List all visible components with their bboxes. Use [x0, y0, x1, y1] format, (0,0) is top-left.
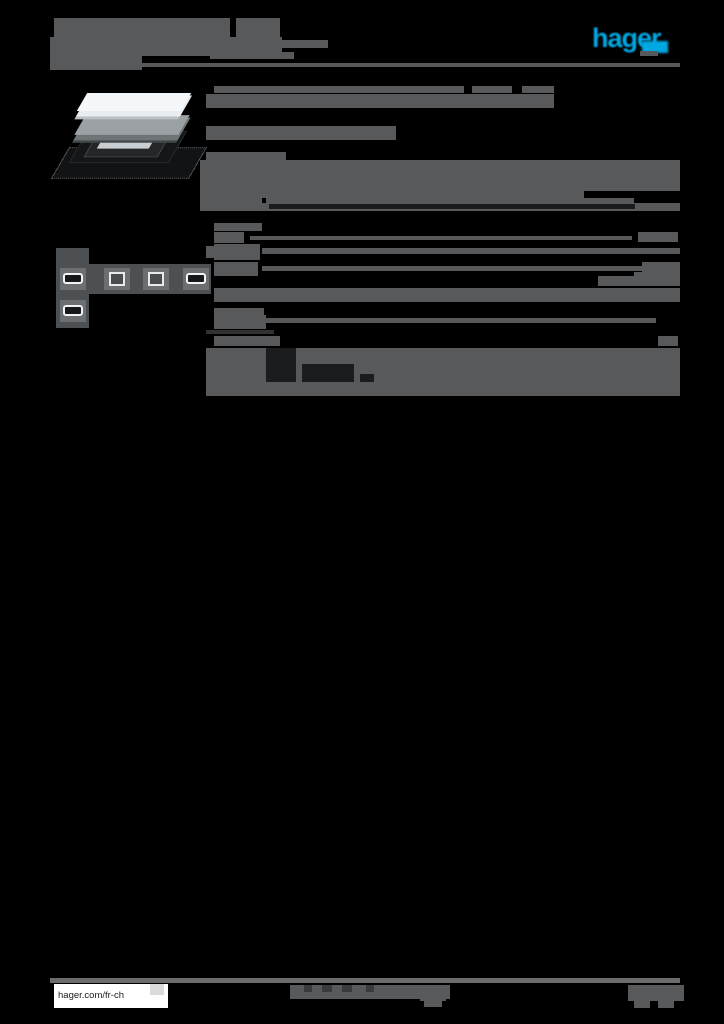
table-row [214, 86, 464, 93]
table-row [206, 382, 680, 396]
table-row [206, 94, 554, 108]
footer-note-gap [342, 985, 352, 992]
product-layer-intermediate-frame [74, 115, 190, 135]
variant-icon-pill-bottom[interactable] [60, 300, 86, 322]
table-row-gap [266, 348, 296, 382]
header-divider [50, 63, 680, 67]
product-layer-top-cover-plate [76, 93, 192, 111]
pill-glyph-icon [63, 273, 83, 284]
table-row [214, 244, 260, 260]
footer-center-note-tail [420, 991, 446, 1001]
table-row [200, 191, 262, 205]
table-row [598, 276, 636, 286]
variant-icon-square-1[interactable] [104, 268, 130, 290]
variant-icon-square-2[interactable] [143, 268, 169, 290]
table-row [214, 262, 258, 276]
section-heading-value [658, 336, 678, 346]
variant-icon-pill-left[interactable] [60, 268, 86, 290]
hager-logo-shadow [640, 51, 658, 56]
section-heading [214, 336, 280, 346]
table-row [206, 126, 396, 140]
pill-glyph-icon [63, 305, 83, 316]
table-row [642, 262, 680, 272]
square-glyph-icon [109, 272, 125, 286]
table-row [218, 191, 584, 198]
footer-url-text: hager.com/fr-ch [58, 990, 124, 1001]
table-row [214, 232, 244, 243]
footer-note-gap [304, 985, 312, 992]
section-heading-rule [206, 330, 274, 334]
footer-url-highlight [150, 984, 164, 995]
table-row [214, 315, 266, 329]
hager-logo: hager [592, 25, 674, 56]
table-row [266, 198, 634, 203]
page-subtitle-line-1 [210, 40, 328, 48]
table-row [214, 308, 264, 315]
table-row-gap [360, 374, 374, 382]
footer-note-gap [322, 985, 332, 992]
table-row [522, 86, 554, 93]
footer-center-note-tail-2 [424, 999, 442, 1007]
table-row [200, 160, 680, 191]
page-title-line-1-tail [236, 18, 280, 37]
page-title [50, 16, 328, 70]
variant-icon-pill-right[interactable] [183, 268, 209, 290]
table-row-gap [302, 364, 354, 382]
table-row [214, 288, 680, 302]
page-footer: hager.com/fr-ch [0, 978, 724, 1024]
product-hero-image [51, 84, 207, 194]
pill-glyph-icon [186, 273, 206, 284]
table-row [634, 272, 680, 286]
table-row [638, 232, 678, 242]
table-row [214, 223, 262, 231]
specification-table [200, 86, 680, 398]
table-row [472, 86, 512, 93]
footer-page-number-tail-2 [658, 1001, 674, 1008]
table-row [262, 266, 642, 271]
footer-url-box[interactable]: hager.com/fr-ch [54, 984, 168, 1008]
table-row [250, 236, 632, 240]
hager-logo-mark [642, 41, 668, 53]
product-variant-strip [56, 248, 211, 328]
footer-page-number [628, 985, 684, 1001]
table-row-separator [269, 204, 635, 209]
table-row [262, 248, 680, 254]
footer-page-number-tail [634, 1001, 650, 1008]
page-title-line-1 [54, 18, 230, 37]
table-row [266, 318, 656, 323]
page-title-line-3 [50, 54, 142, 70]
table-row [206, 152, 286, 160]
footer-divider [50, 978, 680, 983]
footer-note-gap [366, 985, 374, 992]
square-glyph-icon [148, 272, 164, 286]
page-header: hager [0, 0, 724, 80]
page-subtitle-line-2 [210, 52, 294, 59]
